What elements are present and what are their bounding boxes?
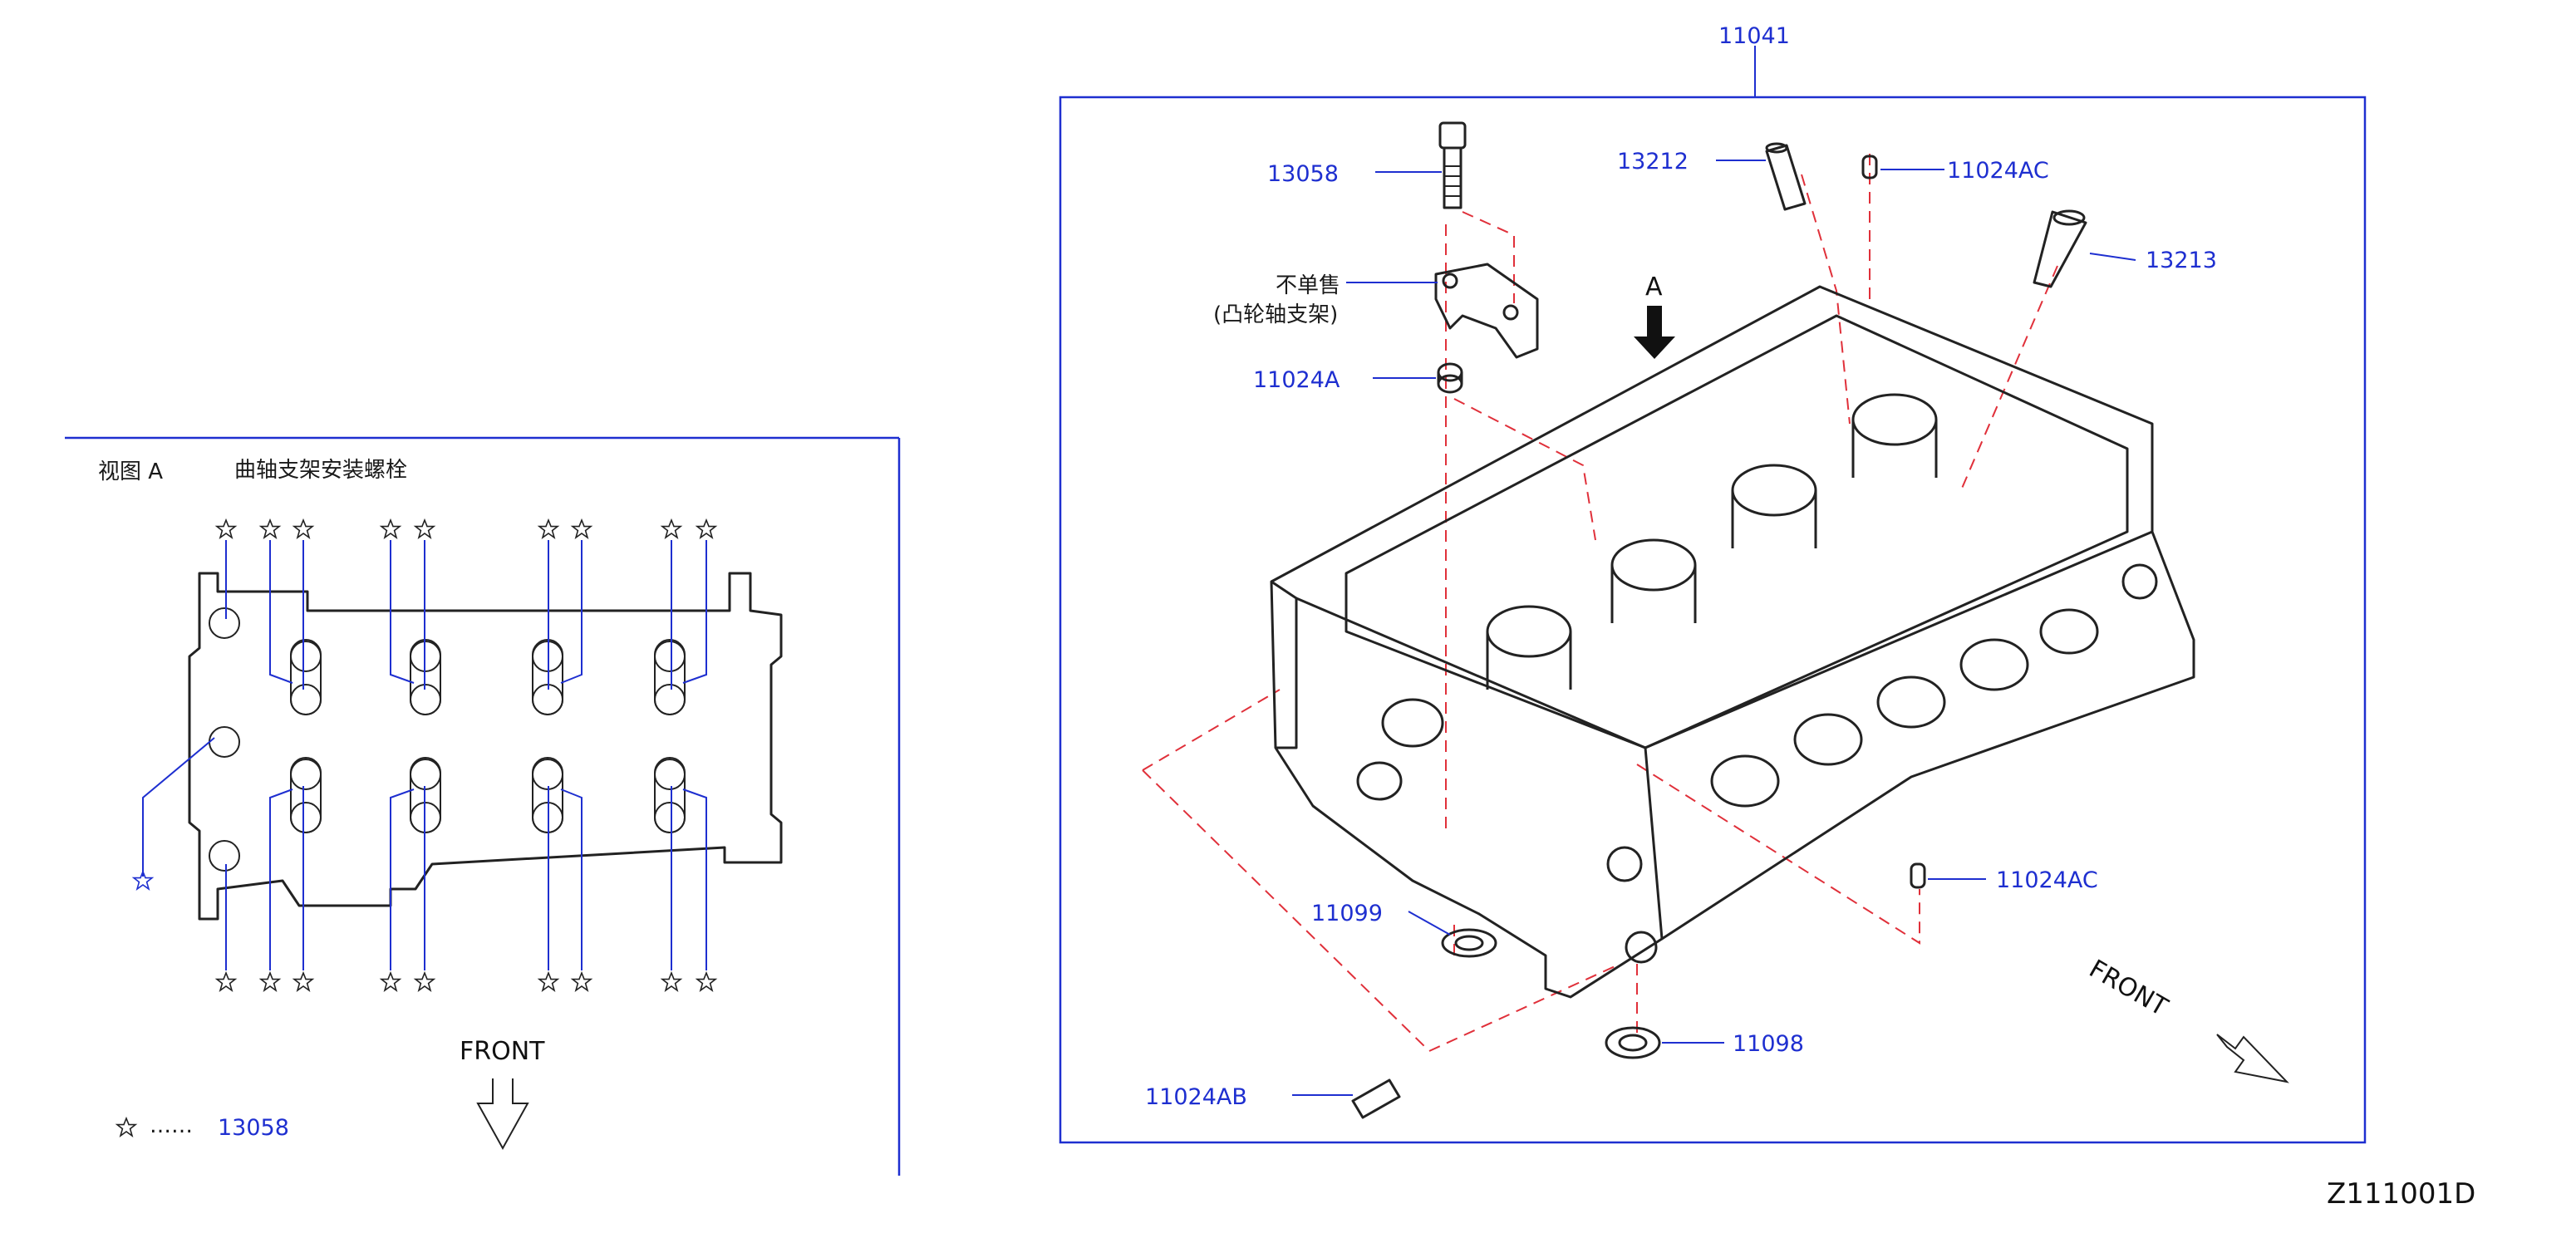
- legend-star-icon: [116, 1118, 136, 1137]
- callout-11024AC-right: 11024AC: [1996, 867, 2098, 893]
- view-a-title: 视图 A: [98, 459, 163, 484]
- dowel-11024AC-right: [1910, 862, 1926, 889]
- washer-11024A: [1437, 362, 1463, 394]
- diagram-code: Z111001D: [2327, 1177, 2475, 1211]
- callout-11024A: 11024A: [1253, 367, 1340, 393]
- view-a-front-arrow-icon: [476, 1078, 529, 1151]
- crank-bracket-bolt-caption: 曲轴支架安装螺栓: [234, 458, 407, 483]
- guide-13212: [1765, 142, 1807, 211]
- guide-13213: [2033, 209, 2087, 288]
- dowel-11024AB: [1351, 1078, 1401, 1119]
- view-a-direction-arrow-icon: [1634, 306, 1675, 359]
- assembly-front-arrow-icon: [2216, 1034, 2289, 1083]
- callout-11024AB: 11024AB: [1145, 1084, 1247, 1110]
- bolt-boss-row-top: [290, 639, 686, 715]
- view-a-panel: 视图 A 曲轴支架安装螺栓: [65, 436, 901, 1176]
- callout-13213: 13213: [2146, 248, 2217, 273]
- frame-part-number: 11041: [1718, 23, 1790, 49]
- view-a-front-label: FRONT: [460, 1037, 545, 1066]
- callout-11098: 11098: [1733, 1031, 1804, 1057]
- dowel-11024AC-top: [1861, 155, 1878, 179]
- main-assembly-panel: 11041: [1059, 23, 2367, 1144]
- seal-11098: [1605, 1026, 1661, 1059]
- assembly-frame: [1059, 96, 2367, 1144]
- not-sold-separately-note: 不单售: [1276, 273, 1340, 298]
- bolt-leader-lines: [142, 540, 707, 970]
- camshaft-bracket: [1434, 263, 1539, 359]
- callout-13212: 13212: [1617, 149, 1689, 174]
- callout-leaders: [1292, 160, 2136, 1096]
- callout-11024AC-top: 11024AC: [1947, 158, 2049, 184]
- seal-11099: [1441, 928, 1497, 958]
- legend-part-number: 13058: [218, 1115, 289, 1141]
- legend-dots: ……: [150, 1113, 193, 1138]
- camshaft-bracket-note: (凸轮轴支架): [1213, 302, 1338, 327]
- star-markers-top: [216, 519, 716, 538]
- callout-11099: 11099: [1311, 901, 1383, 926]
- view-a-arrow-label: A: [1645, 273, 1663, 302]
- assembly-front-label: FRONT: [2084, 955, 2173, 1023]
- callout-13058: 13058: [1267, 161, 1339, 187]
- bolt-13058: [1438, 121, 1467, 209]
- star-markers-bottom: [216, 972, 716, 991]
- alignment-guides: [1142, 154, 2058, 1052]
- cylinder-head-body: [1270, 285, 2195, 999]
- cylinder-head-top-outline: [188, 572, 783, 921]
- bolt-boss-row-bottom: [209, 607, 686, 872]
